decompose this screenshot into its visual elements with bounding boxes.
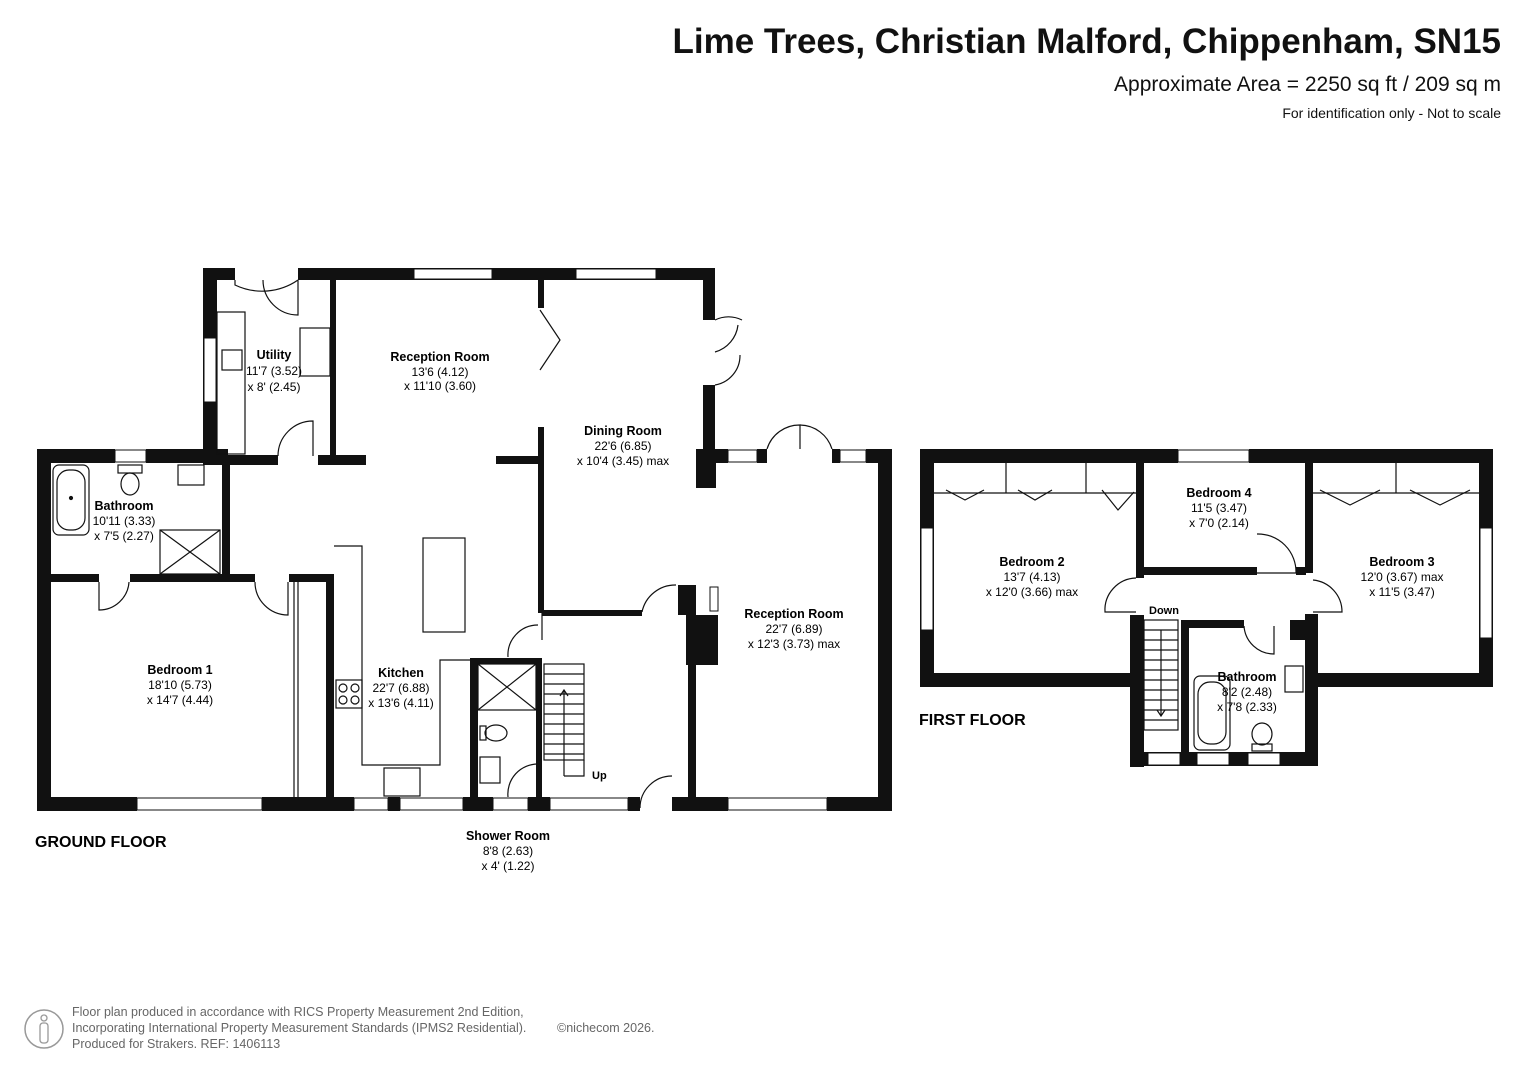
- svg-text:x 13'6 (4.11): x 13'6 (4.11): [368, 696, 433, 710]
- svg-text:12'0 (3.67) max: 12'0 (3.67) max: [1361, 570, 1444, 584]
- svg-text:x 11'5 (3.47): x 11'5 (3.47): [1369, 585, 1434, 599]
- ground-floor-fixtures: [52, 311, 585, 797]
- first-floor-fixtures: [934, 463, 1479, 752]
- svg-text:22'6 (6.85): 22'6 (6.85): [595, 439, 652, 453]
- svg-text:8'8 (2.63): 8'8 (2.63): [483, 844, 533, 858]
- bedroom-2-label: Bedroom 2: [999, 555, 1064, 569]
- reception-room-1-label: Reception Room: [390, 350, 489, 364]
- footer: Floor plan produced in accordance with R…: [72, 1004, 654, 1052]
- ground-floor-label: GROUND FLOOR: [35, 834, 167, 851]
- bedroom-4-label: Bedroom 4: [1186, 486, 1251, 500]
- svg-text:10'11 (3.33): 10'11 (3.33): [93, 514, 156, 528]
- first-floor-doors: [1104, 533, 1343, 655]
- approximate-area: Approximate Area = 2250 sq ft / 209 sq m: [1114, 73, 1501, 96]
- svg-text:11'7 (3.52): 11'7 (3.52): [246, 364, 302, 378]
- shower-room-label: Shower Room: [466, 829, 550, 843]
- footer-line-2: Incorporating International Property Mea…: [72, 1021, 527, 1035]
- first-floor-windows: [920, 449, 1493, 766]
- svg-text:18'10 (5.73): 18'10 (5.73): [148, 678, 212, 692]
- svg-text:x 7'8 (2.33): x 7'8 (2.33): [1217, 700, 1277, 714]
- ground-floor-doors: [98, 279, 833, 809]
- bedroom-1-label: Bedroom 1: [147, 663, 212, 677]
- svg-text:22'7 (6.88): 22'7 (6.88): [373, 681, 430, 695]
- svg-text:13'7 (4.13): 13'7 (4.13): [1004, 570, 1061, 584]
- svg-text:x 14'7 (4.44): x 14'7 (4.44): [147, 693, 213, 707]
- footer-line-3: Produced for Strakers. REF: 1406113: [72, 1037, 281, 1051]
- scale-note: For identification only - Not to scale: [1282, 105, 1501, 121]
- svg-text:x 7'5 (2.27): x 7'5 (2.27): [94, 529, 154, 543]
- svg-text:x 12'0 (3.66) max: x 12'0 (3.66) max: [986, 585, 1078, 599]
- bathroom-first-label: Bathroom: [1217, 670, 1276, 684]
- copyright: ©nichecom 2026.: [557, 1021, 655, 1035]
- svg-text:x 11'10 (3.60): x 11'10 (3.60): [404, 379, 476, 393]
- stairs-down-label: Down: [1149, 605, 1179, 617]
- svg-text:11'5 (3.47): 11'5 (3.47): [1191, 501, 1247, 515]
- svg-text:x 10'4 (3.45) max: x 10'4 (3.45) max: [577, 454, 669, 468]
- bathroom-ground-label: Bathroom: [94, 499, 153, 513]
- stairs-up-label: Up: [592, 770, 607, 782]
- kitchen-label: Kitchen: [378, 666, 424, 680]
- svg-text:8'2 (2.48): 8'2 (2.48): [1222, 685, 1272, 699]
- page-title: Lime Trees, Christian Malford, Chippenha…: [672, 22, 1501, 61]
- svg-text:x 12'3 (3.73) max: x 12'3 (3.73) max: [748, 637, 840, 651]
- svg-text:22'7 (6.89): 22'7 (6.89): [766, 622, 823, 636]
- room-labels: Utility 11'7 (3.52) x 8' (2.45) Receptio…: [35, 348, 1444, 873]
- svg-text:x 4' (1.22): x 4' (1.22): [482, 859, 535, 873]
- svg-text:x 8' (2.45): x 8' (2.45): [248, 380, 301, 394]
- svg-text:13'6 (4.12): 13'6 (4.12): [412, 365, 469, 379]
- svg-text:x 7'0 (2.14): x 7'0 (2.14): [1189, 516, 1249, 530]
- person-icon: [24, 1009, 64, 1049]
- bedroom-3-label: Bedroom 3: [1369, 555, 1434, 569]
- ground-floor-windows: [114, 268, 867, 811]
- reception-room-2-label: Reception Room: [744, 607, 843, 621]
- first-floor-label: FIRST FLOOR: [919, 712, 1026, 729]
- utility-label: Utility: [257, 348, 292, 362]
- footer-line-1: Floor plan produced in accordance with R…: [72, 1005, 524, 1019]
- dining-room-label: Dining Room: [584, 424, 662, 438]
